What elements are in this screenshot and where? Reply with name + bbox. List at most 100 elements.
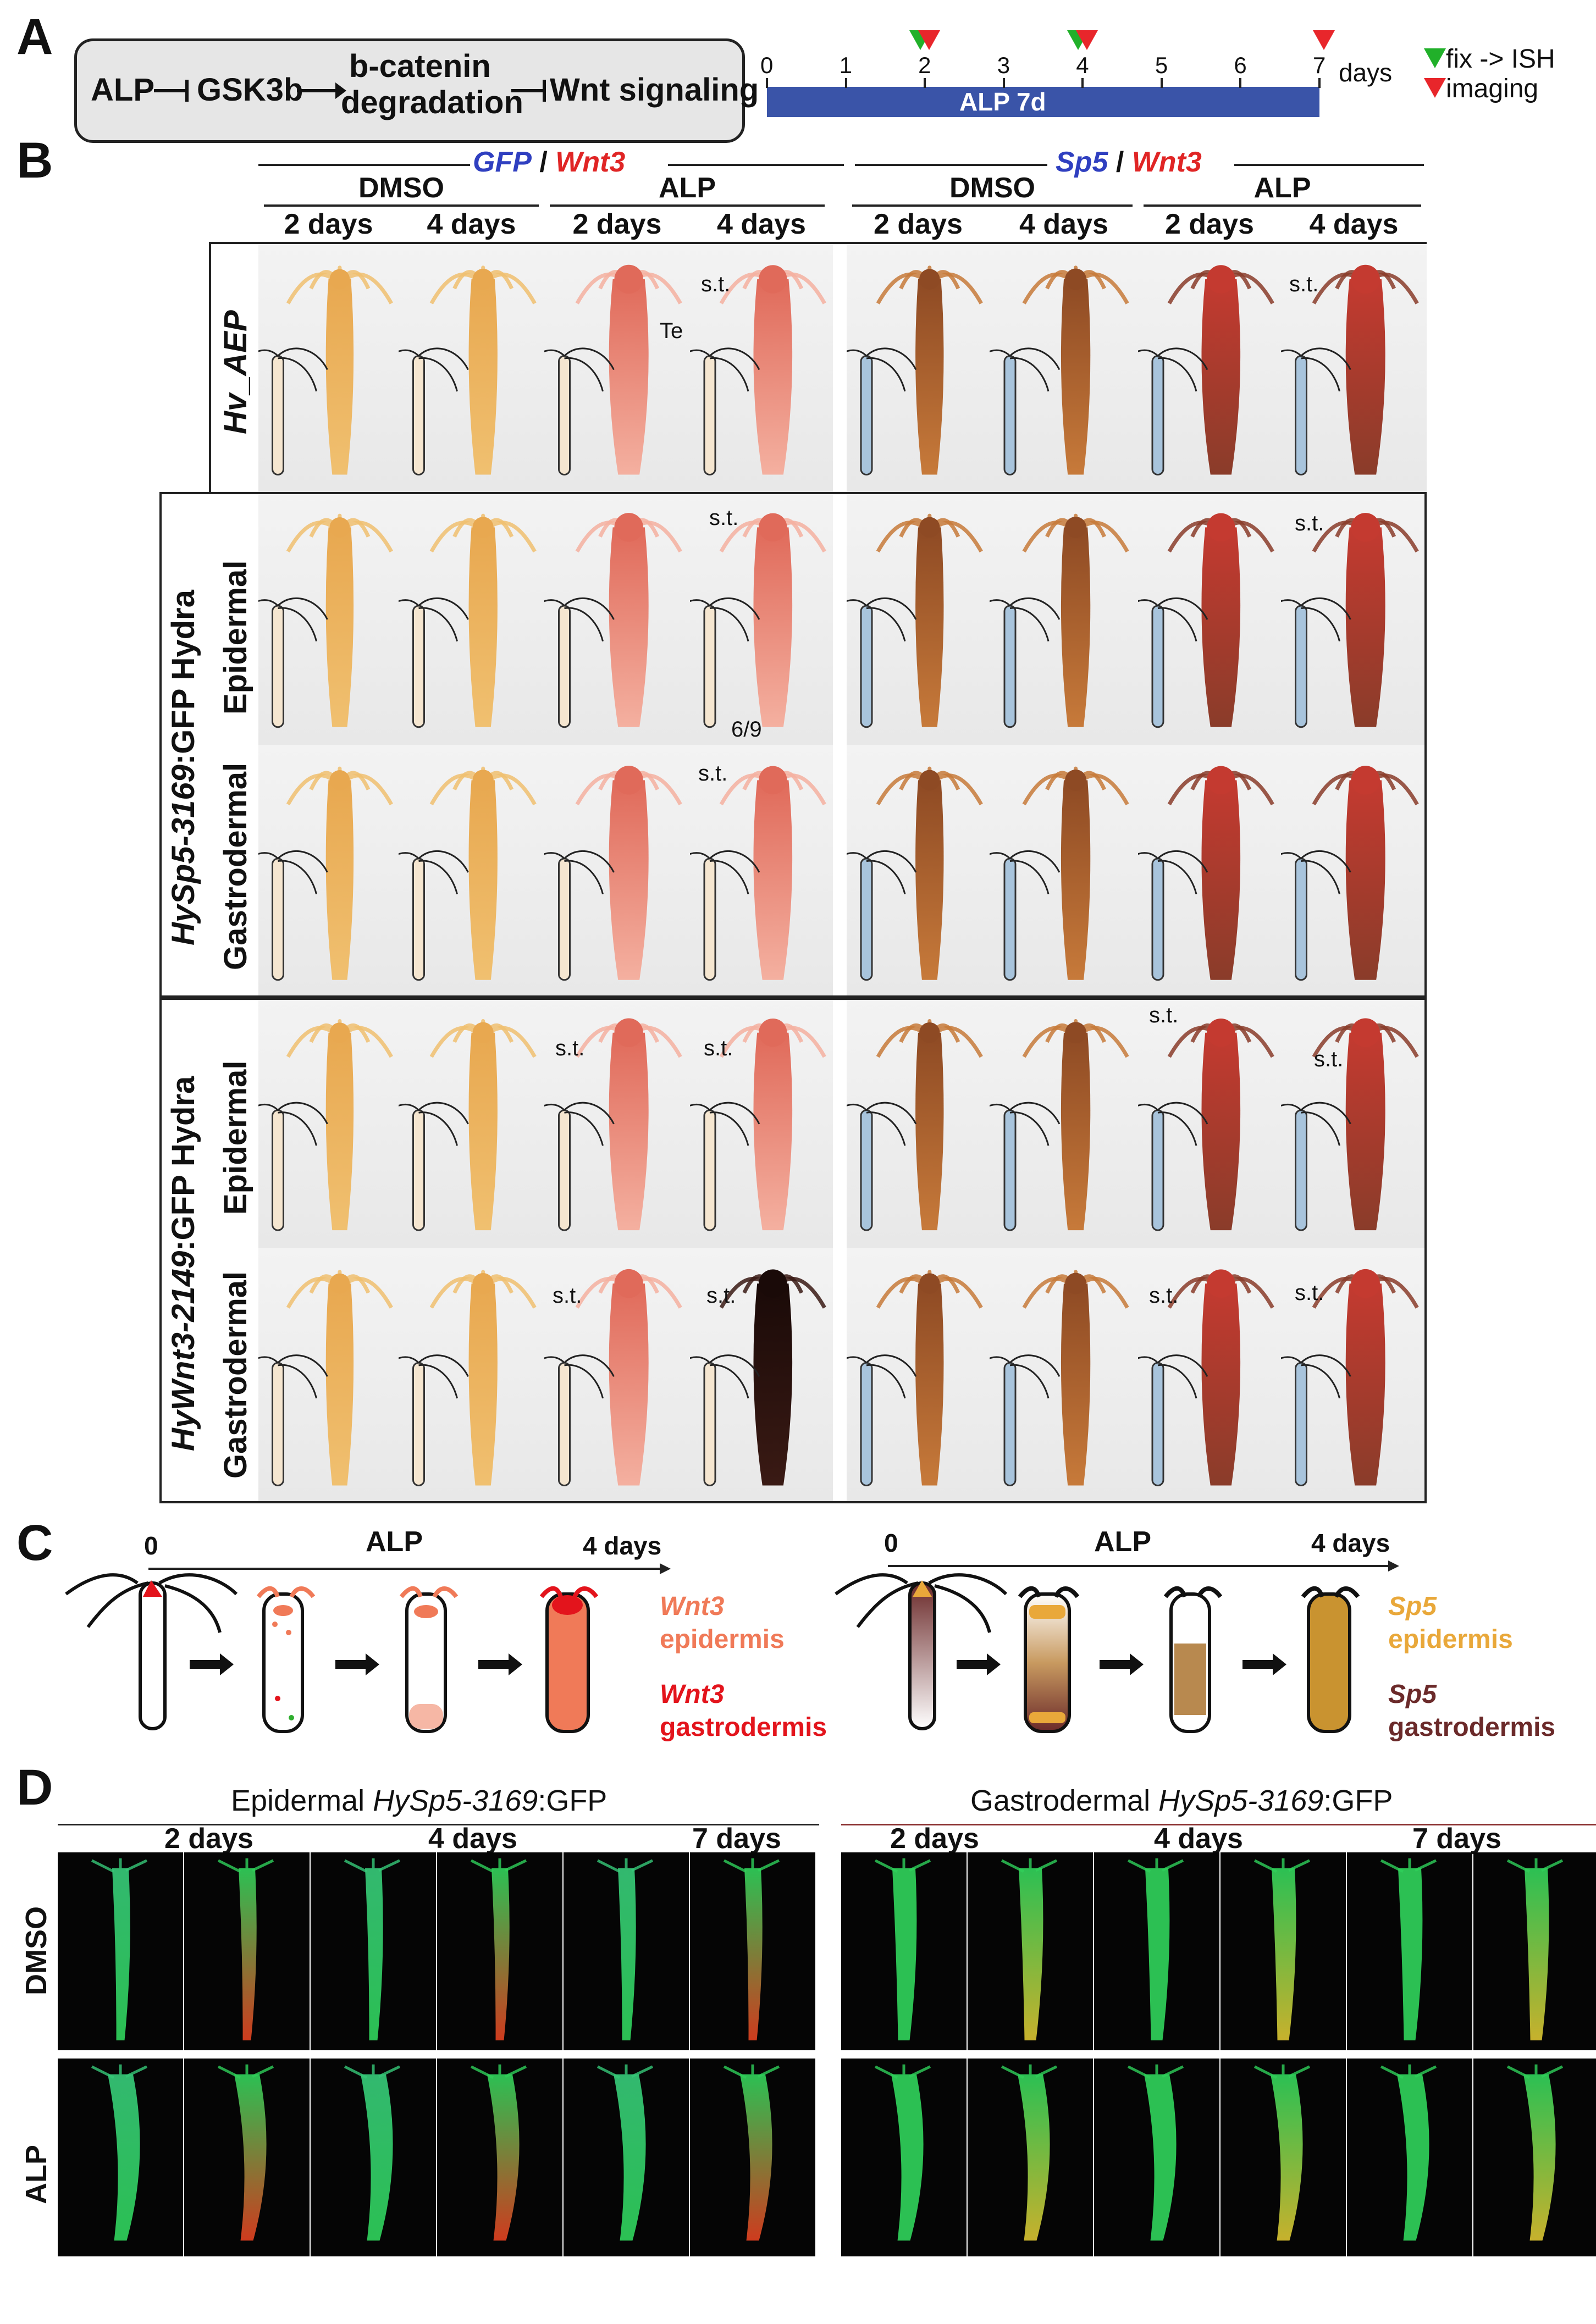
c-right-start: 0 xyxy=(884,1529,898,1557)
polyp-fluorescence xyxy=(344,1858,401,2040)
d-left-title-post: :GFP xyxy=(538,1784,608,1817)
group1-title: GFP / Wnt3 xyxy=(473,146,625,179)
annotation-st: s.t. xyxy=(698,761,728,785)
hydra-specimen xyxy=(399,265,537,475)
condition-header-3: ALP xyxy=(1253,172,1311,204)
timeline-tick-0 xyxy=(766,78,768,88)
group1-slash: / xyxy=(531,146,556,178)
fluorescence-image-epi-1-1 xyxy=(184,2059,310,2256)
d-row-dmso: DMSO xyxy=(20,1906,53,1995)
hydra-specimen xyxy=(544,264,682,475)
hydra-specimen xyxy=(399,1270,537,1486)
polyp-fluorescence xyxy=(1380,2064,1437,2241)
micrograph-wnt3-gastro-2 xyxy=(544,1248,691,1503)
fluorescence-image-gastro-0-1 xyxy=(968,1852,1093,2050)
fluorescence-image-epi-0-4 xyxy=(564,1852,689,2050)
imaging-marker xyxy=(1076,30,1098,50)
micrograph-sp5-gastro-0 xyxy=(258,745,400,998)
micrograph-sp5-gastro-1 xyxy=(399,745,545,998)
hydra-specimen xyxy=(690,1018,826,1231)
hydra-specimen xyxy=(1281,1269,1419,1486)
annotation-st: s.t. xyxy=(1314,1047,1344,1071)
c-hydra-stage-2 xyxy=(399,1586,459,1733)
fluorescence-image-gastro-0-4 xyxy=(1347,1852,1472,2050)
timepoint-header-1: 4 days xyxy=(427,208,516,240)
d-right-title-italic: HySp5-3169 xyxy=(1158,1784,1324,1817)
micrograph-sp5-gastro-5 xyxy=(990,745,1139,998)
inhibition-arrow-1 xyxy=(154,80,189,102)
c-hydra-stage-1 xyxy=(256,1586,316,1733)
annotation-te: Te xyxy=(660,319,683,343)
hydra-specimen xyxy=(847,1270,983,1486)
annotation-st: s.t. xyxy=(555,1036,585,1060)
hydra-specimen xyxy=(990,1019,1129,1231)
fluorescence-image-epi-0-1 xyxy=(184,1852,310,2050)
hydra-specimen xyxy=(258,265,393,475)
group1-probe-wnt3: Wnt3 xyxy=(555,146,626,178)
wnt3-line-rest: :GFP Hydra xyxy=(165,1076,201,1251)
imaging-marker xyxy=(1313,30,1335,50)
c-left-start: 0 xyxy=(144,1531,158,1560)
polyp-fluorescence xyxy=(874,2064,931,2241)
micrograph-sp5-gastro-7 xyxy=(1281,745,1428,998)
d-timepoint-2: 7 days xyxy=(692,1823,781,1855)
timepoint-header-3: 4 days xyxy=(717,208,806,240)
timeline-bar-label: ALP 7d xyxy=(959,87,1046,116)
timeline-tick-1 xyxy=(844,78,847,88)
c-sp5-stage-2 xyxy=(1163,1586,1223,1733)
polyp-fluorescence xyxy=(1127,1858,1184,2040)
row-box-aep xyxy=(209,242,1427,492)
micrograph-sp5-gastro-4 xyxy=(847,745,991,998)
micrograph-wnt3-epi-6 xyxy=(1138,998,1282,1248)
fluorescence-image-gastro-1-1 xyxy=(968,2059,1093,2256)
polyp-fluorescence xyxy=(1253,2064,1311,2241)
c-right-label1-gene: Sp5 xyxy=(1388,1592,1437,1621)
hydra-specimen xyxy=(1281,264,1419,475)
micrograph-wnt3-epi-0 xyxy=(258,998,400,1248)
micrograph-sp5-epi-4 xyxy=(847,492,991,745)
micrograph-sp5-epi-5 xyxy=(990,492,1139,745)
hydra-specimen xyxy=(1138,1269,1274,1486)
c-sp5-stage-3 xyxy=(1301,1586,1360,1733)
d-left-title: Epidermal HySp5-3169:GFP xyxy=(231,1784,607,1818)
annotation-st: s.t. xyxy=(1295,1281,1324,1305)
c-sp5-stage-0 xyxy=(835,1573,1008,1730)
polyp-fluorescence xyxy=(1127,2064,1184,2241)
hydra-specimen xyxy=(690,1269,826,1486)
c-left-label1-layer: epidermis xyxy=(660,1625,785,1654)
hydra-specimen xyxy=(399,1019,537,1231)
group1-probe-gfp: GFP xyxy=(473,146,532,178)
row-label-wnt3-line: HyWnt3-2149:GFP Hydra xyxy=(165,1076,202,1451)
pathway-gsk3b: GSK3b xyxy=(197,72,303,108)
fluorescence-image-gastro-1-2 xyxy=(1094,2059,1219,2256)
c-hydra-stage-3 xyxy=(539,1586,599,1733)
imaging-marker xyxy=(918,30,941,50)
fluorescence-image-epi-0-2 xyxy=(311,1852,436,2050)
micrograph-wnt3-gastro-7 xyxy=(1281,1248,1428,1503)
d-right-title-post: :GFP xyxy=(1323,1784,1393,1817)
annotation-st: s.t. xyxy=(553,1283,582,1308)
c-left-label1-gene: Wnt3 xyxy=(660,1592,725,1621)
timeline-unit: days xyxy=(1339,58,1393,87)
fluorescence-image-epi-1-0 xyxy=(58,2059,183,2256)
fluorescence-image-gastro-0-3 xyxy=(1221,1852,1346,2050)
inhibition-arrow-2 xyxy=(511,80,546,102)
timeline-bar xyxy=(767,87,1319,117)
hydra-specimen xyxy=(399,513,537,728)
pathway-wnt: Wnt signaling xyxy=(550,72,759,108)
row-group-box-wnt3 xyxy=(159,998,1427,1503)
hydra-specimen xyxy=(1138,766,1274,981)
row-label-aep: Hv_AEP xyxy=(218,310,253,434)
polyp-fluorescence xyxy=(1001,1858,1058,2040)
hydra-specimen xyxy=(544,1018,682,1231)
hydra-specimen xyxy=(258,1270,393,1486)
hydra-specimen xyxy=(690,513,826,728)
timeline-tick-5 xyxy=(1160,78,1163,88)
legend-fix-icon xyxy=(1424,48,1446,68)
c-right-end: 4 days xyxy=(1311,1529,1390,1557)
row-label-sp5-line: HySp5-3169:GFP Hydra xyxy=(165,590,202,945)
fluorescence-image-epi-0-5 xyxy=(690,1852,815,2050)
hydra-specimen xyxy=(690,766,826,981)
hydra-specimen xyxy=(690,265,826,475)
panel-label-c: C xyxy=(16,1515,53,1571)
